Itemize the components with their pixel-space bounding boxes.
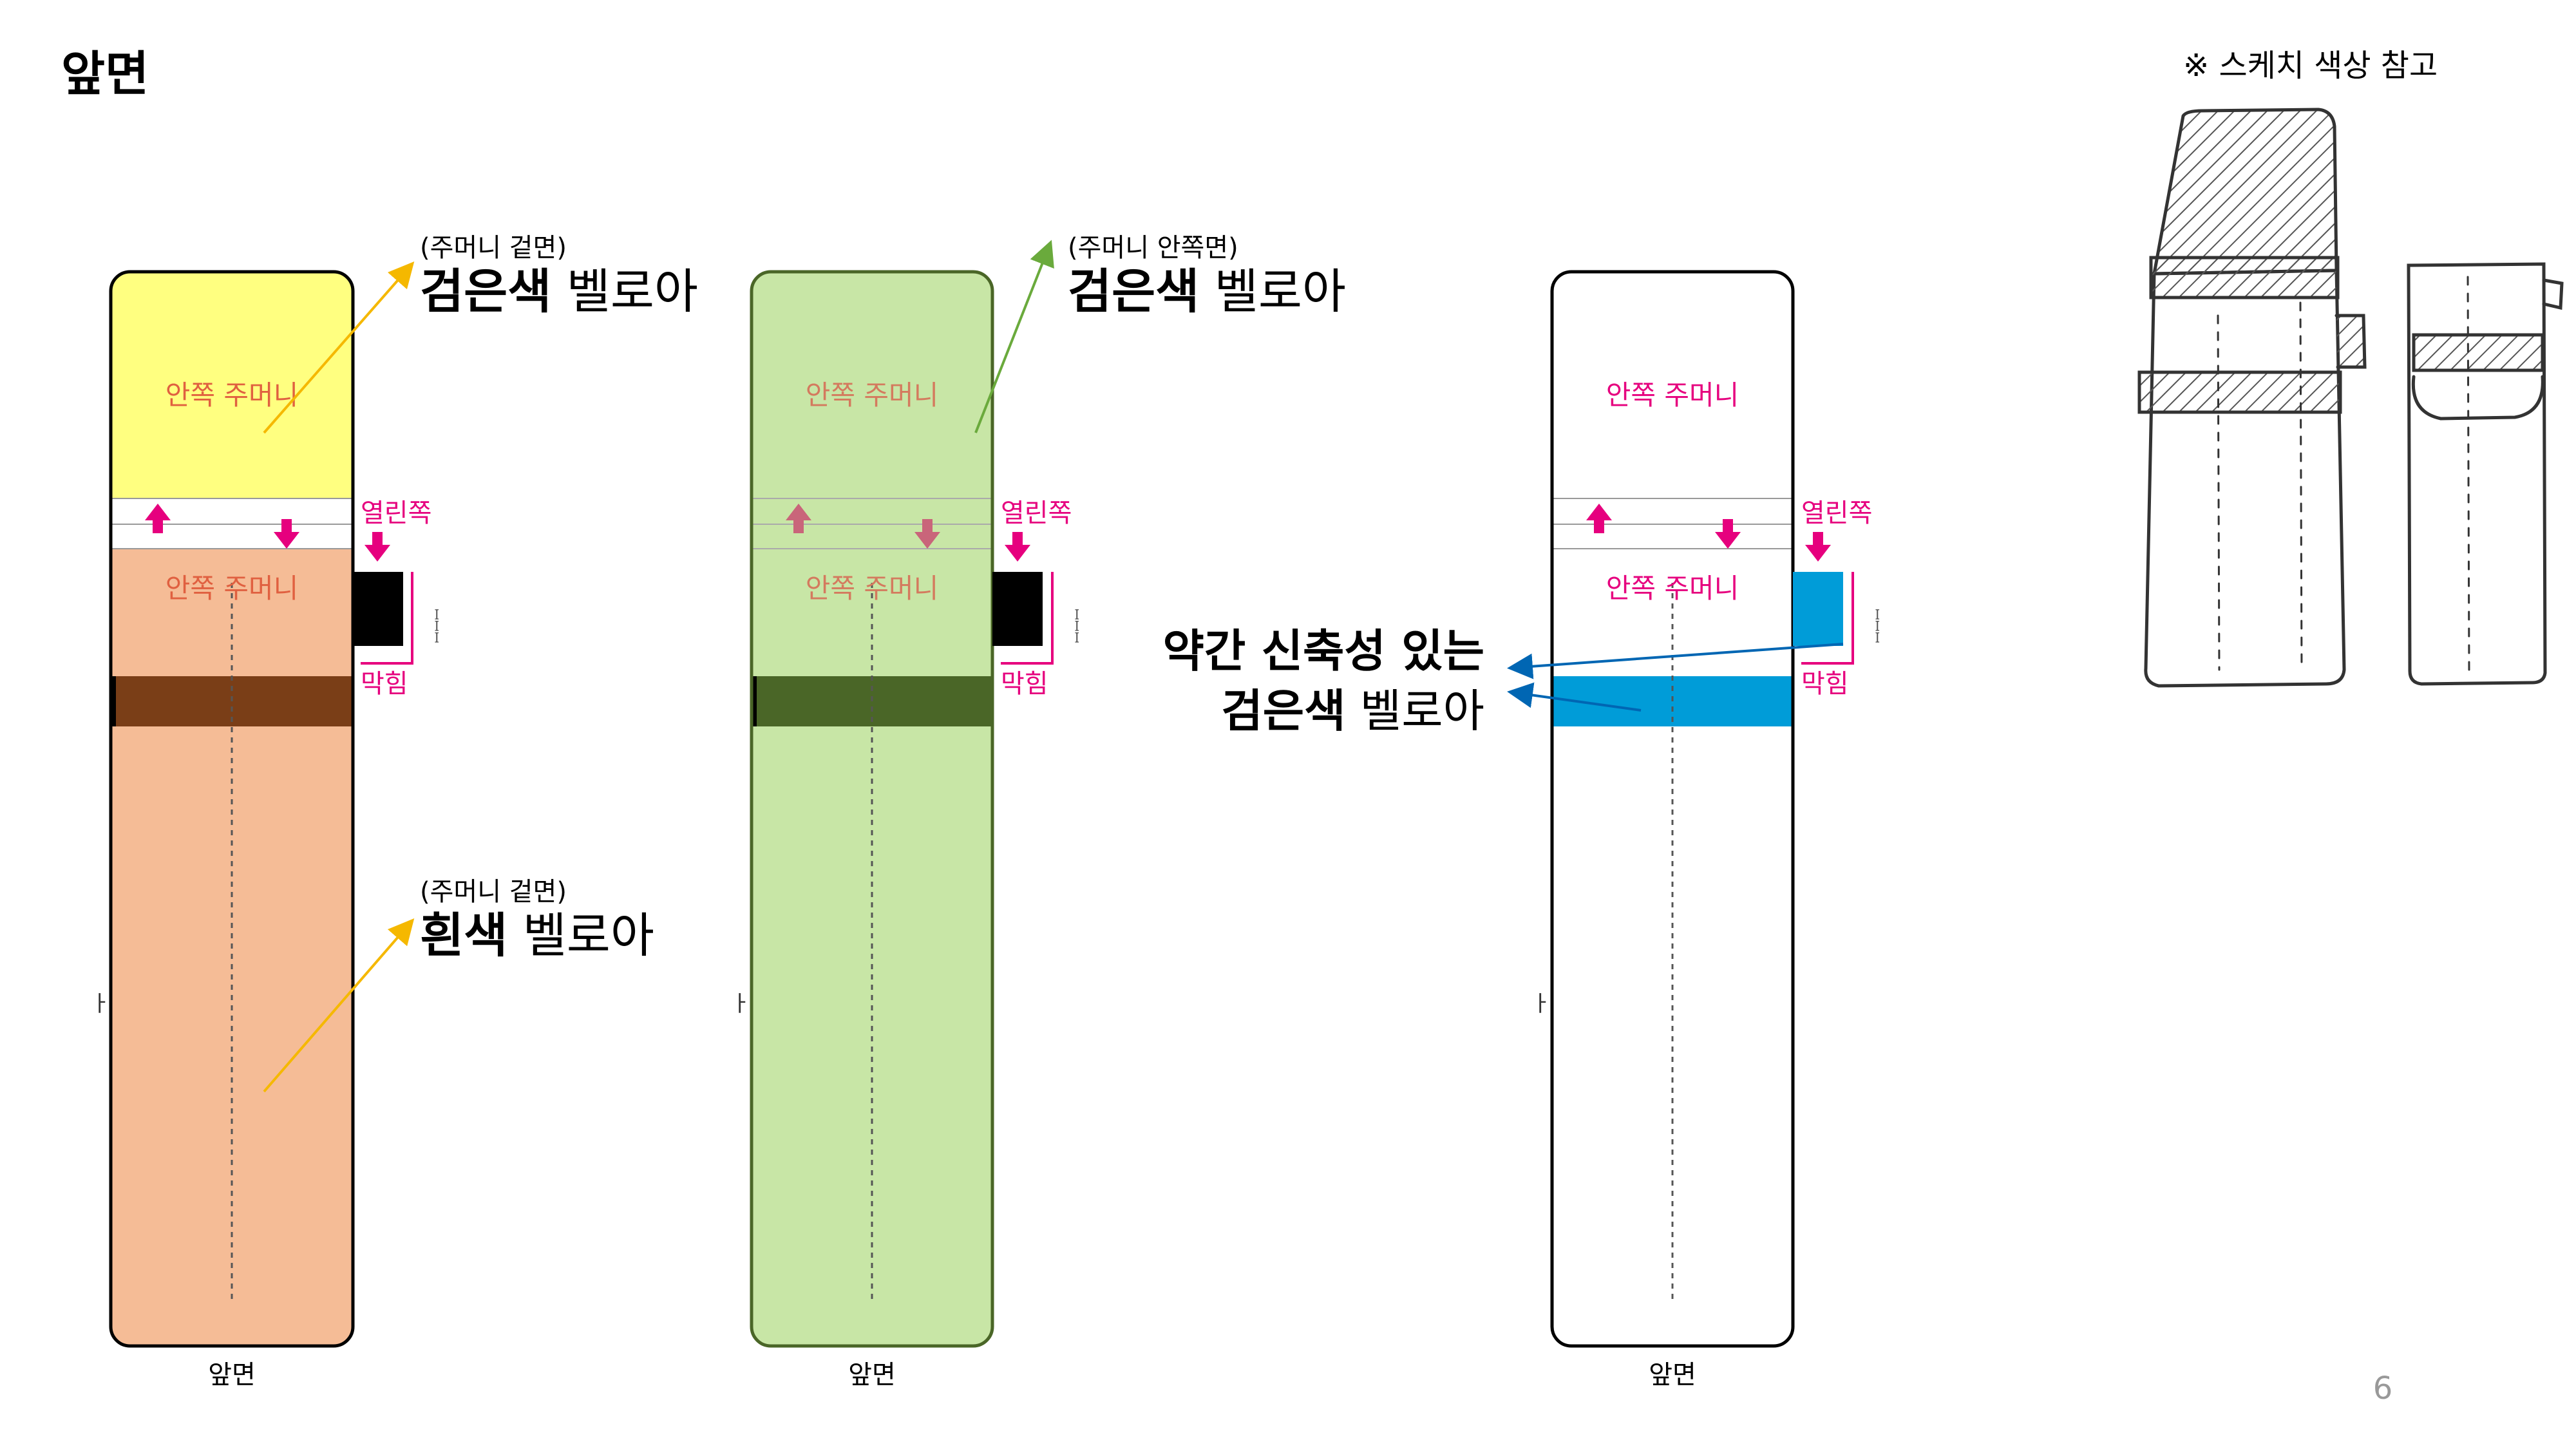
dimension-mark: ꟷꟷꟷ — [428, 609, 444, 643]
up-arrow-icon — [786, 504, 811, 533]
inner-pocket-label: 안쪽 주머니 — [1606, 379, 1739, 411]
inner-pocket-label: 안쪽 주머니 — [166, 573, 299, 604]
page-title: 앞면 — [61, 46, 149, 102]
inner-pocket-label: 안쪽 주머니 — [1606, 573, 1739, 604]
inner-pocket-label: 안쪽 주머니 — [166, 379, 299, 411]
callout-main-text: 약간 신축성 있는 — [1162, 625, 1484, 677]
side-tab — [992, 572, 1043, 646]
dimension-mark: ㅏ — [1531, 991, 1551, 1017]
callout-arrow — [974, 240, 1054, 433]
page-number: 6 — [2373, 1370, 2393, 1406]
callout-arrow — [1507, 643, 1844, 679]
down-arrow-icon — [1005, 532, 1030, 562]
callout-main-text: 검은색 벨로아 — [1068, 264, 1346, 319]
dimension-mark: ꟷꟷꟷ — [1868, 609, 1884, 643]
up-arrow-icon — [1586, 504, 1612, 533]
panel-1: 안쪽 주머니 안쪽 주머니 열린쪽 막힘 ꟷꟷꟷ ㅏ 앞면 (주머니 겉면) 검… — [90, 233, 698, 1390]
panel-outline — [750, 270, 994, 1348]
down-arrow-icon — [914, 519, 940, 549]
panel-outline — [109, 270, 355, 1348]
closed-bracket — [1801, 572, 1854, 665]
front-label: 앞면 — [848, 1360, 896, 1390]
sketch-note: ※ 스케치 색상 참고 — [2183, 48, 2438, 84]
side-tab — [353, 572, 403, 646]
callout-arrow — [263, 261, 415, 434]
closed-bracket — [361, 572, 413, 665]
closed-bracket — [1001, 572, 1054, 665]
closed-label: 막힘 — [1801, 669, 1849, 699]
front-label: 앞면 — [1649, 1360, 1696, 1390]
sketch-small-pocket — [2407, 262, 2564, 686]
down-arrow-icon — [1805, 532, 1831, 562]
callout-main-text: 검은색 벨로아 — [1221, 685, 1484, 737]
panel-outline — [1550, 270, 1795, 1348]
front-label: 앞면 — [208, 1360, 256, 1390]
down-arrow-icon — [365, 532, 390, 562]
callout-main-text: 검은색 벨로아 — [420, 264, 698, 319]
reference-sketch — [2137, 108, 2564, 688]
down-arrow-icon — [1715, 519, 1741, 549]
dimension-mark: ꟷꟷꟷ — [1068, 609, 1084, 643]
callout-small-text: (주머니 겉면) — [420, 233, 567, 263]
up-arrow-icon — [145, 504, 171, 533]
inner-pocket-label: 안쪽 주머니 — [806, 573, 939, 604]
open-side-label: 열린쪽 — [1801, 498, 1872, 528]
callout-arrow — [263, 918, 415, 1093]
closed-label: 막힘 — [1001, 669, 1048, 699]
sketch-large-pocket — [2137, 108, 2367, 688]
dimension-mark: ㅏ — [730, 991, 750, 1017]
open-side-label: 열린쪽 — [1001, 498, 1072, 528]
callout-arrow — [1507, 682, 1642, 712]
panel-2: 안쪽 주머니 안쪽 주머니 열린쪽 막힘 ꟷꟷꟷ ㅏ 앞면 (주머니 안쪽면) … — [730, 233, 1346, 1390]
down-arrow-icon — [274, 519, 299, 549]
open-side-label: 열린쪽 — [361, 498, 431, 528]
callout-small-text: (주머니 안쪽면) — [1068, 233, 1238, 263]
callout-main-text: 흰색 벨로아 — [420, 908, 654, 963]
yellow-inner-pocket-area — [111, 272, 353, 498]
green-body — [752, 272, 992, 1346]
callout-small-text: (주머니 겉면) — [420, 877, 567, 907]
side-tab — [1793, 572, 1843, 646]
closed-label: 막힘 — [361, 669, 408, 699]
panel-3: 안쪽 주머니 안쪽 주머니 열린쪽 막힘 ꟷꟷꟷ ㅏ 앞면 약간 신축성 있는 … — [1162, 270, 1884, 1390]
dimension-mark: ㅏ — [90, 991, 110, 1017]
inner-pocket-label: 안쪽 주머니 — [806, 379, 939, 411]
